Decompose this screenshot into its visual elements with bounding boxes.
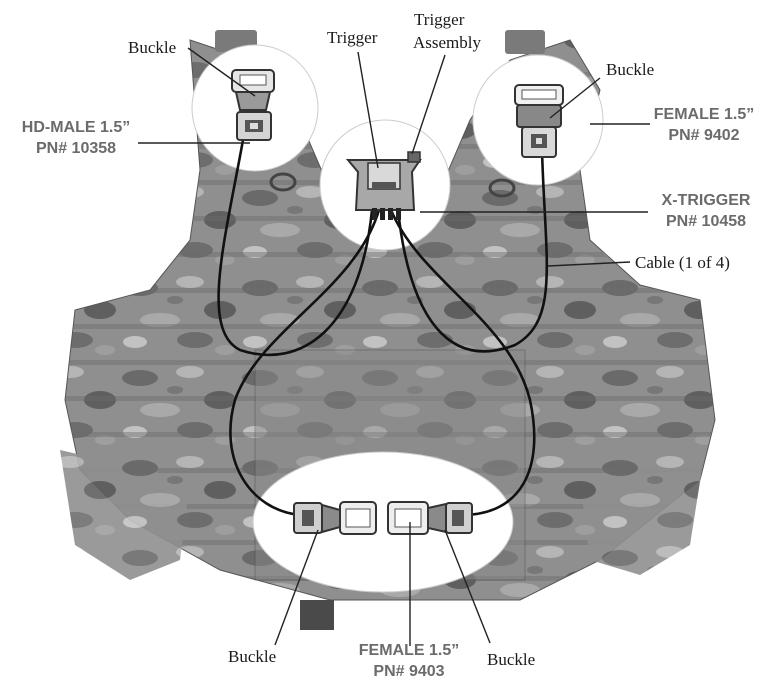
label-buckle-top-left: Buckle [128,38,176,57]
label-trigger: Trigger [327,28,377,47]
label-buckle-bottom-left: Buckle [228,647,276,666]
label-hd-male: HD-MALE 1.5” PN# 10358 [8,117,144,159]
label-cable: Cable (1 of 4) [635,253,730,272]
label-trigger-assembly-line2: Assembly [413,33,481,52]
label-hd-male-name: HD-MALE 1.5” [8,117,144,138]
label-x-trigger-pn: PN# 10458 [654,211,758,232]
label-hd-male-pn: PN# 10358 [8,138,144,159]
label-buckle-top-right: Buckle [606,60,654,79]
label-trigger-assembly-line1: Trigger [414,10,464,29]
label-female-top-name: FEMALE 1.5” [652,104,756,125]
label-female-bottom-name: FEMALE 1.5” [350,640,468,661]
label-x-trigger: X-TRIGGER PN# 10458 [654,190,758,232]
x-trigger-icon [348,152,420,220]
label-buckle-bottom-right: Buckle [487,650,535,669]
label-x-trigger-name: X-TRIGGER [654,190,758,211]
hd-male-buckle-icon [232,70,274,140]
label-female-bottom: FEMALE 1.5” PN# 9403 [350,640,468,682]
callout-bottom [253,452,513,592]
female-top-buckle-icon [515,85,563,157]
label-female-top: FEMALE 1.5” PN# 9402 [652,104,756,146]
label-female-top-pn: PN# 9402 [652,125,756,146]
female-bottom-buckle-icon [388,502,472,534]
label-female-bottom-pn: PN# 9403 [350,661,468,682]
